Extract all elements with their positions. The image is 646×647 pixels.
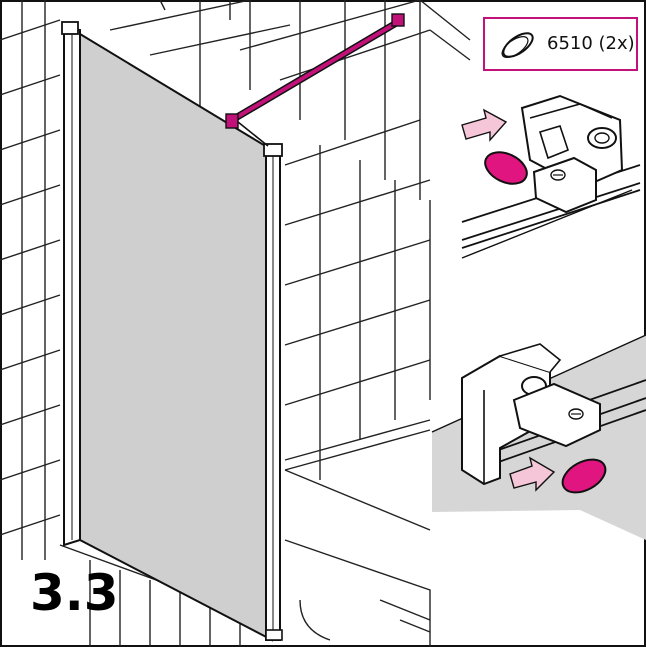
support-bar xyxy=(225,13,405,147)
tile-wall-left xyxy=(0,0,61,560)
tile-wall-back xyxy=(109,0,431,480)
detail-wall-bracket xyxy=(431,334,646,540)
detail-glass-bracket xyxy=(461,60,641,259)
oval-cap-icon xyxy=(484,151,528,185)
part-callout: 6510 (2x) xyxy=(483,17,638,71)
oval-cap-icon xyxy=(501,32,534,58)
tile-wall-right xyxy=(419,0,471,61)
push-arrow-icon xyxy=(461,108,508,142)
glass-panel xyxy=(61,21,283,642)
step-number: 3.3 xyxy=(30,564,119,622)
part-code: 6510 (2x) xyxy=(547,33,635,54)
